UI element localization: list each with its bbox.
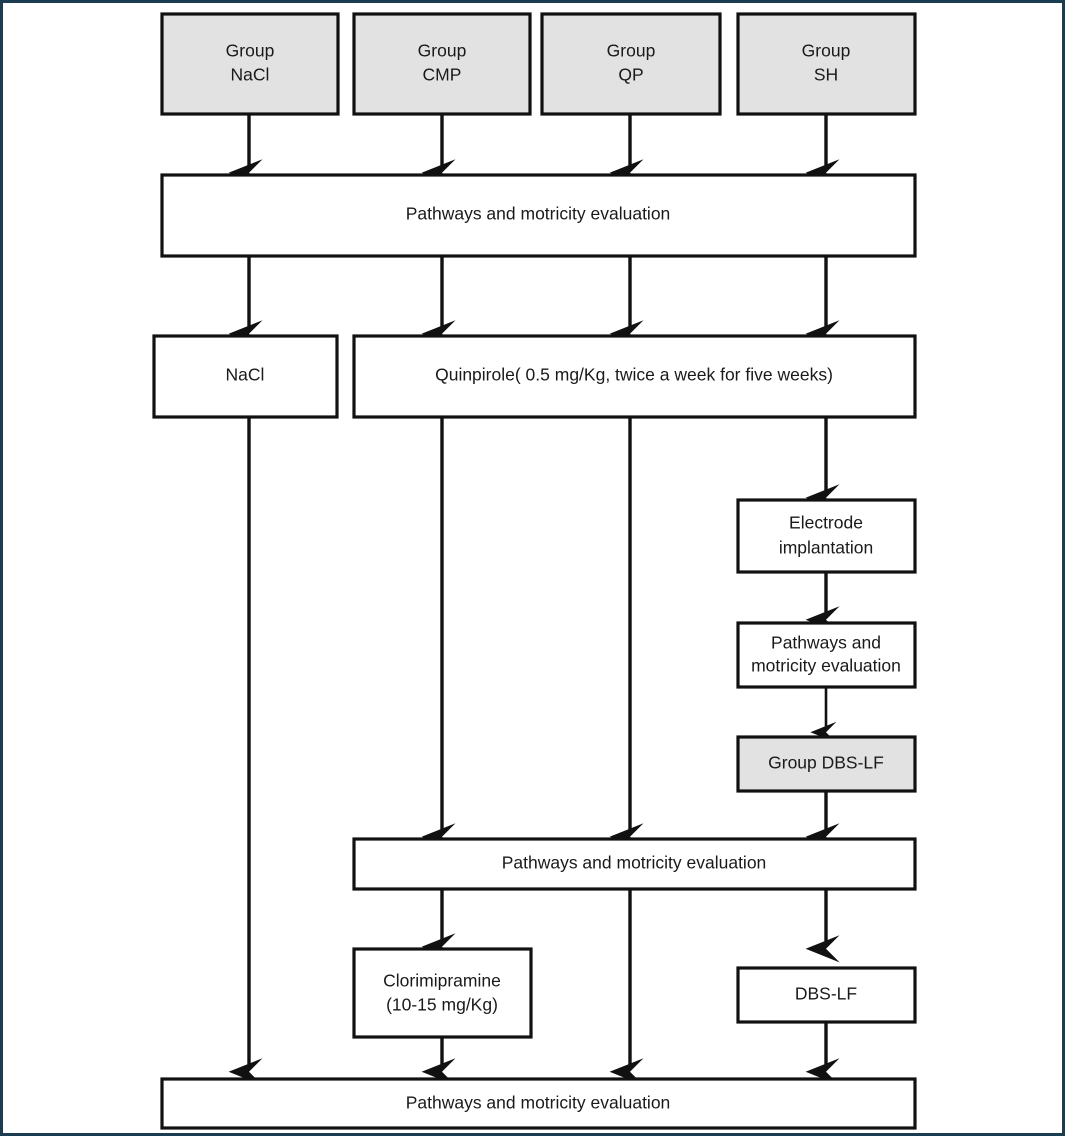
node-eval-top-label: Pathways and motricity evaluation xyxy=(406,204,671,224)
node-quinpirole[interactable]: Quinpirole( 0.5 mg/Kg, twice a week for … xyxy=(352,334,917,419)
node-group-sh-line2: SH xyxy=(814,65,838,85)
node-clorimipramine[interactable]: Clorimipramine (10-15 mg/Kg) xyxy=(352,947,533,1039)
node-eval-top[interactable]: Pathways and motricity evaluation xyxy=(160,173,917,258)
node-electrode-implantation[interactable]: Electrode implantation xyxy=(736,498,917,574)
node-group-cmp-line1: Group xyxy=(418,41,467,61)
node-group-dbs-lf[interactable]: Group DBS-LF xyxy=(736,735,917,793)
node-eval-right[interactable]: Pathways and motricity evaluation xyxy=(736,621,917,689)
node-group-nacl-line1: Group xyxy=(226,41,275,61)
node-nacl-label: NaCl xyxy=(226,365,265,385)
node-nacl[interactable]: NaCl xyxy=(152,334,339,419)
node-electrode-line2: implantation xyxy=(779,538,873,558)
node-group-qp[interactable]: Group QP xyxy=(540,12,722,116)
node-dbs-lf[interactable]: DBS-LF xyxy=(736,966,917,1024)
node-group-qp-line2: QP xyxy=(618,65,643,85)
node-group-qp-line1: Group xyxy=(607,41,656,61)
node-eval-bottom[interactable]: Pathways and motricity evaluation xyxy=(160,1077,917,1130)
flowchart-canvas: Group NaCl Group CMP Group QP Group SH P… xyxy=(152,12,917,1130)
node-electrode-line1: Electrode xyxy=(789,513,863,533)
node-eval-right-line1: Pathways and xyxy=(771,633,881,653)
node-dbs-lf-label: DBS-LF xyxy=(795,984,857,1004)
node-eval-middle[interactable]: Pathways and motricity evaluation xyxy=(352,837,917,891)
node-group-nacl-line2: NaCl xyxy=(231,65,270,85)
node-eval-bottom-label: Pathways and motricity evaluation xyxy=(406,1093,671,1113)
node-eval-middle-label: Pathways and motricity evaluation xyxy=(502,853,767,873)
node-group-sh-line1: Group xyxy=(802,41,851,61)
node-group-dbs-lf-label: Group DBS-LF xyxy=(768,753,884,773)
node-group-sh[interactable]: Group SH xyxy=(736,12,917,116)
node-clorimipramine-line2: (10-15 mg/Kg) xyxy=(386,995,498,1015)
node-quinpirole-label: Quinpirole( 0.5 mg/Kg, twice a week for … xyxy=(435,365,833,385)
node-eval-right-line2: motricity evaluation xyxy=(751,656,901,676)
node-clorimipramine-line1: Clorimipramine xyxy=(383,971,501,991)
node-group-cmp[interactable]: Group CMP xyxy=(352,12,532,116)
node-group-nacl[interactable]: Group NaCl xyxy=(160,12,340,116)
node-group-cmp-line2: CMP xyxy=(423,65,462,85)
